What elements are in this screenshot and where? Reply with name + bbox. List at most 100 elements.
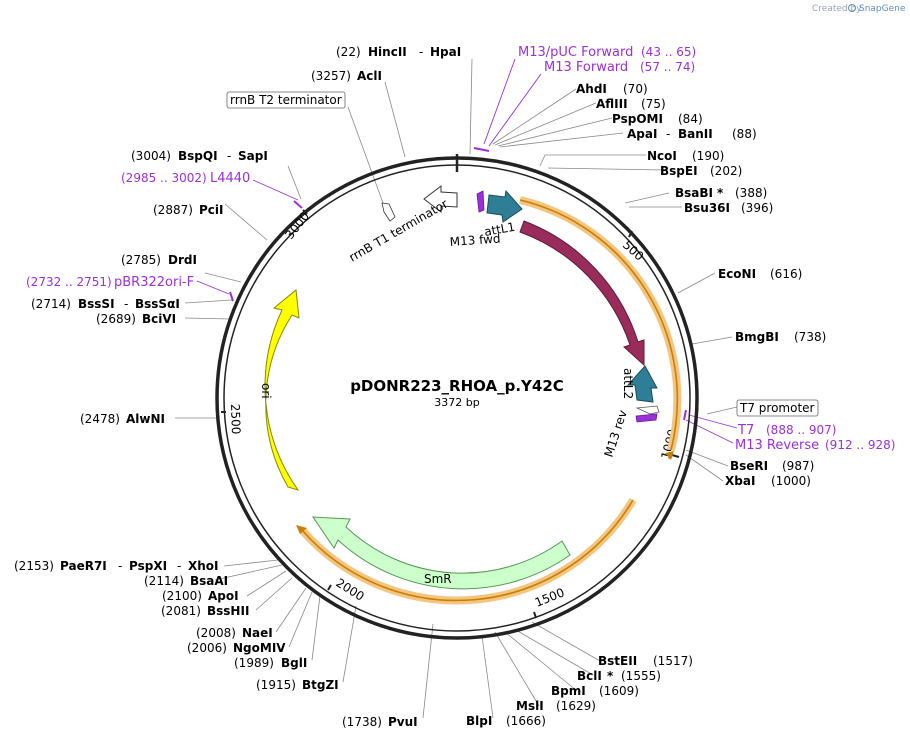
site-apoi[interactable]: (2100) ApoI bbox=[162, 589, 239, 603]
site-bcli[interactable]: BclI * (1555) bbox=[577, 669, 661, 683]
site-name: BclI bbox=[577, 669, 602, 683]
site-msli[interactable]: MslI (1629) bbox=[516, 699, 596, 713]
m13-rev-white-marker[interactable] bbox=[635, 405, 660, 415]
t7-promoter-label: T7 promoter bbox=[739, 401, 815, 415]
site-hincii-hpai[interactable]: (22) HincII - HpaI bbox=[336, 45, 461, 59]
snapgene-brand-text: SnapGene bbox=[859, 4, 906, 14]
site-afliii[interactable]: AflIII (75) bbox=[596, 97, 666, 111]
ori-feature-arrow[interactable] bbox=[264, 289, 300, 491]
site-bsssi[interactable]: (2714) BssSI - BssSαI bbox=[31, 297, 180, 311]
site-alwni[interactable]: (2478) AlwNI bbox=[80, 412, 165, 426]
rrnb-t2-terminator-marker[interactable] bbox=[381, 202, 396, 222]
orange-arc-top bbox=[519, 199, 679, 451]
site-bspqi-sapi[interactable]: (3004) BspQI - SapI bbox=[131, 149, 268, 163]
site-name: BstEII bbox=[598, 654, 637, 668]
site-bsteii[interactable]: BstEII (1517) bbox=[598, 654, 693, 668]
site-name: BsaBI bbox=[675, 186, 713, 200]
site-position: (190) bbox=[692, 149, 724, 163]
site-bcivi[interactable]: (2689) BciVI bbox=[96, 312, 176, 326]
site-pcii[interactable]: (2887) PciI bbox=[153, 203, 224, 217]
site-bgli[interactable]: (1989) BglI bbox=[234, 656, 307, 670]
m13-fwd-marker[interactable] bbox=[476, 190, 485, 213]
site-name: BssHII bbox=[207, 604, 249, 618]
site-position: (1738) bbox=[342, 715, 382, 729]
site-econi[interactable]: EcoNI (616) bbox=[718, 267, 802, 281]
site-xbai[interactable]: XbaI (1000) bbox=[725, 474, 811, 488]
site-name: Bsu36I bbox=[684, 201, 730, 215]
site-blpi[interactable]: BlpI (1666) bbox=[466, 714, 546, 728]
site-name: AlwNI bbox=[126, 412, 165, 426]
site-name: NgoMIV bbox=[233, 641, 286, 655]
t7-promoter-box[interactable]: T7 promoter bbox=[736, 399, 819, 417]
site-paer7i-pspxi-xhoi[interactable]: (2153) PaeR7I - PspXI - XhoI bbox=[14, 559, 219, 573]
rrnb-t2-terminator-box[interactable]: rrnB T2 terminator bbox=[226, 91, 346, 109]
site-naei[interactable]: (2008) NaeI bbox=[196, 626, 273, 640]
site-name: BspQI bbox=[178, 149, 218, 163]
primer-m13-puc-forward[interactable]: M13/pUC Forward (43 .. 65) bbox=[518, 45, 696, 60]
primer-name: T7 bbox=[737, 423, 754, 438]
primer-range: (888 .. 907) bbox=[766, 423, 836, 437]
site-bsaai[interactable]: (2114) BsaAI bbox=[144, 574, 228, 588]
smr-feature-arrow[interactable] bbox=[312, 516, 571, 590]
site-bsshii[interactable]: (2081) BssHII bbox=[161, 604, 249, 618]
site-pvui[interactable]: (1738) PvuI bbox=[342, 715, 418, 729]
site-name-2: HpaI bbox=[430, 45, 461, 59]
site-bsabi[interactable]: BsaBI * (388) bbox=[675, 186, 767, 200]
site-position: (2478) bbox=[80, 412, 120, 426]
site-position: (88) bbox=[732, 127, 757, 141]
site-btgzi[interactable]: (1915) BtgZI bbox=[256, 678, 339, 692]
attl1-label: attL1 bbox=[483, 220, 516, 239]
svg-text:-: - bbox=[419, 45, 423, 59]
primer-t7[interactable]: T7 (888 .. 907) bbox=[737, 423, 836, 438]
attl1-feature-arrow[interactable] bbox=[486, 189, 523, 223]
site-name: BmgBI bbox=[735, 330, 779, 344]
site-bspei[interactable]: BspEI (202) bbox=[660, 164, 742, 178]
rrnb-t1-terminator-arrow[interactable] bbox=[423, 184, 458, 214]
site-name: BseRI bbox=[730, 459, 768, 473]
site-ngomiv[interactable]: (2006) NgoMIV bbox=[187, 641, 286, 655]
site-drdi[interactable]: (2785) DrdI bbox=[121, 253, 197, 267]
snapgene-branding[interactable]: Created by SnapGene bbox=[812, 4, 906, 14]
site-name-3: XhoI bbox=[188, 559, 219, 573]
site-acli[interactable]: (3257) AclI bbox=[311, 69, 382, 83]
site-name: AclI bbox=[357, 69, 382, 83]
site-position: (388) bbox=[735, 186, 767, 200]
rrnb-t2-terminator-label: rrnB T2 terminator bbox=[230, 93, 342, 107]
site-ncoi[interactable]: NcoI (190) bbox=[647, 149, 724, 163]
site-apai-banii[interactable]: ApaI - BanII (88) bbox=[627, 127, 757, 141]
site-name: MslI bbox=[516, 699, 544, 713]
site-name-2: PspXI bbox=[129, 559, 167, 573]
site-position: (2100) bbox=[162, 589, 202, 603]
primer-range: (57 .. 74) bbox=[640, 60, 695, 74]
l4440-primer-mark[interactable] bbox=[293, 200, 303, 209]
site-pspomi[interactable]: PspOMI (84) bbox=[612, 112, 703, 126]
site-position: (1609) bbox=[599, 684, 639, 698]
site-bpmi[interactable]: BpmI (1609) bbox=[551, 684, 639, 698]
site-name: AflIII bbox=[596, 97, 628, 111]
site-position: (2887) bbox=[153, 203, 193, 217]
m13-forward-primer-mark[interactable] bbox=[473, 147, 490, 152]
tick-label-3000: 3000 bbox=[282, 209, 312, 242]
site-position: (70) bbox=[623, 82, 648, 96]
site-position: (1666) bbox=[506, 714, 546, 728]
site-name: PvuI bbox=[388, 715, 418, 729]
site-bseri[interactable]: BseRI (987) bbox=[730, 459, 814, 473]
primer-range: (912 .. 928) bbox=[825, 438, 895, 452]
pbr322ori-f-primer-mark[interactable] bbox=[229, 291, 234, 302]
site-bsu36i[interactable]: Bsu36I (396) bbox=[684, 201, 773, 215]
m13-rev-marker[interactable] bbox=[635, 413, 658, 423]
t7-primer-mark[interactable] bbox=[683, 409, 687, 421]
site-bmgbi[interactable]: BmgBI (738) bbox=[735, 330, 826, 344]
site-position: (75) bbox=[641, 97, 666, 111]
site-name: XbaI bbox=[725, 474, 755, 488]
rhoa-feature-arrow[interactable] bbox=[519, 220, 645, 367]
attl2-feature-arrow[interactable] bbox=[626, 365, 658, 403]
primer-m13-reverse[interactable]: M13 Reverse (912 .. 928) bbox=[735, 438, 895, 453]
svg-text:-: - bbox=[227, 149, 231, 163]
primer-pbr322ori-f[interactable]: (2732 .. 2751) pBR322ori-F bbox=[26, 275, 194, 290]
site-position: (202) bbox=[710, 164, 742, 178]
primer-m13-forward[interactable]: M13 Forward (57 .. 74) bbox=[544, 60, 695, 75]
site-ahdi[interactable]: AhdI (70) bbox=[576, 82, 648, 96]
primer-l4440[interactable]: (2985 .. 3002) L4440 bbox=[121, 171, 250, 186]
